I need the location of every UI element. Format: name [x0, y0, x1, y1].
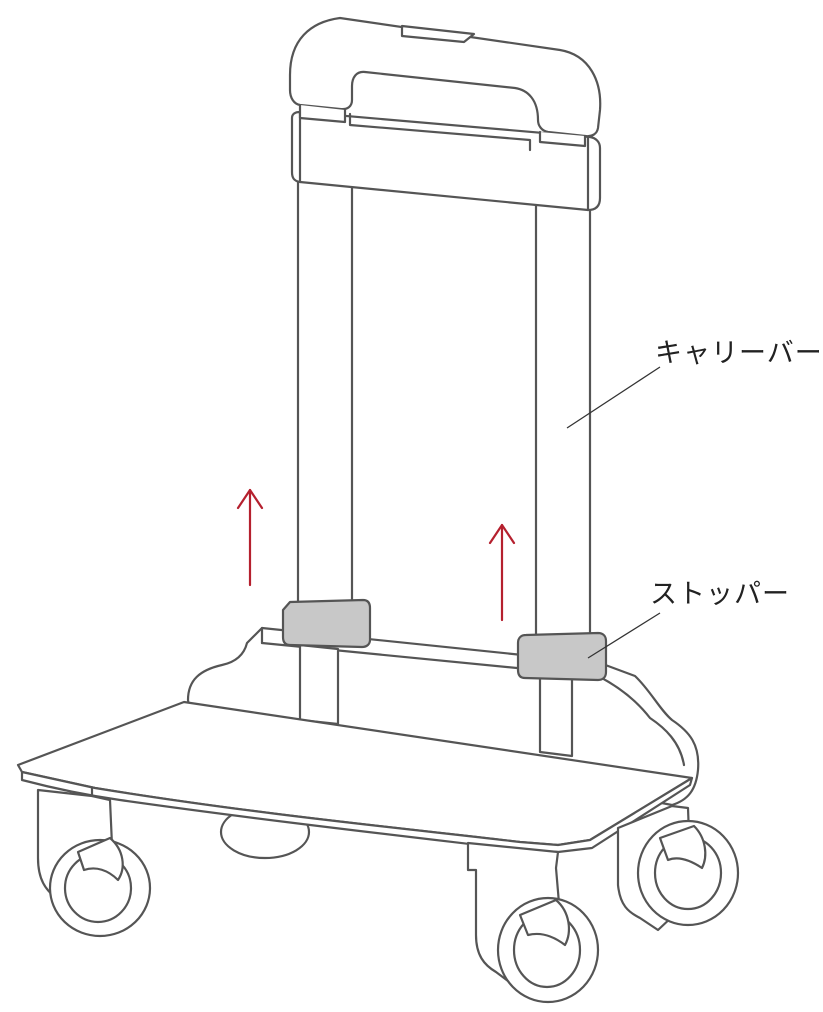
arrow-up-icon — [488, 523, 516, 622]
stopper-label: ストッパー — [650, 579, 790, 610]
front-right-caster — [466, 841, 600, 1004]
front-left-caster — [36, 788, 152, 938]
carry-bar-label: キャリーバー — [655, 338, 823, 369]
lift-arrows — [236, 488, 516, 622]
stopper-left — [281, 598, 372, 649]
carry-bar — [288, 16, 602, 642]
rear-right-caster — [616, 804, 740, 932]
arrow-up-icon — [236, 488, 264, 587]
stopper-leader-line — [587, 612, 661, 659]
stoppers — [281, 598, 608, 682]
carry-bar-leader-line — [566, 366, 661, 429]
leader-lines — [566, 366, 661, 659]
stopper-right — [516, 631, 608, 682]
